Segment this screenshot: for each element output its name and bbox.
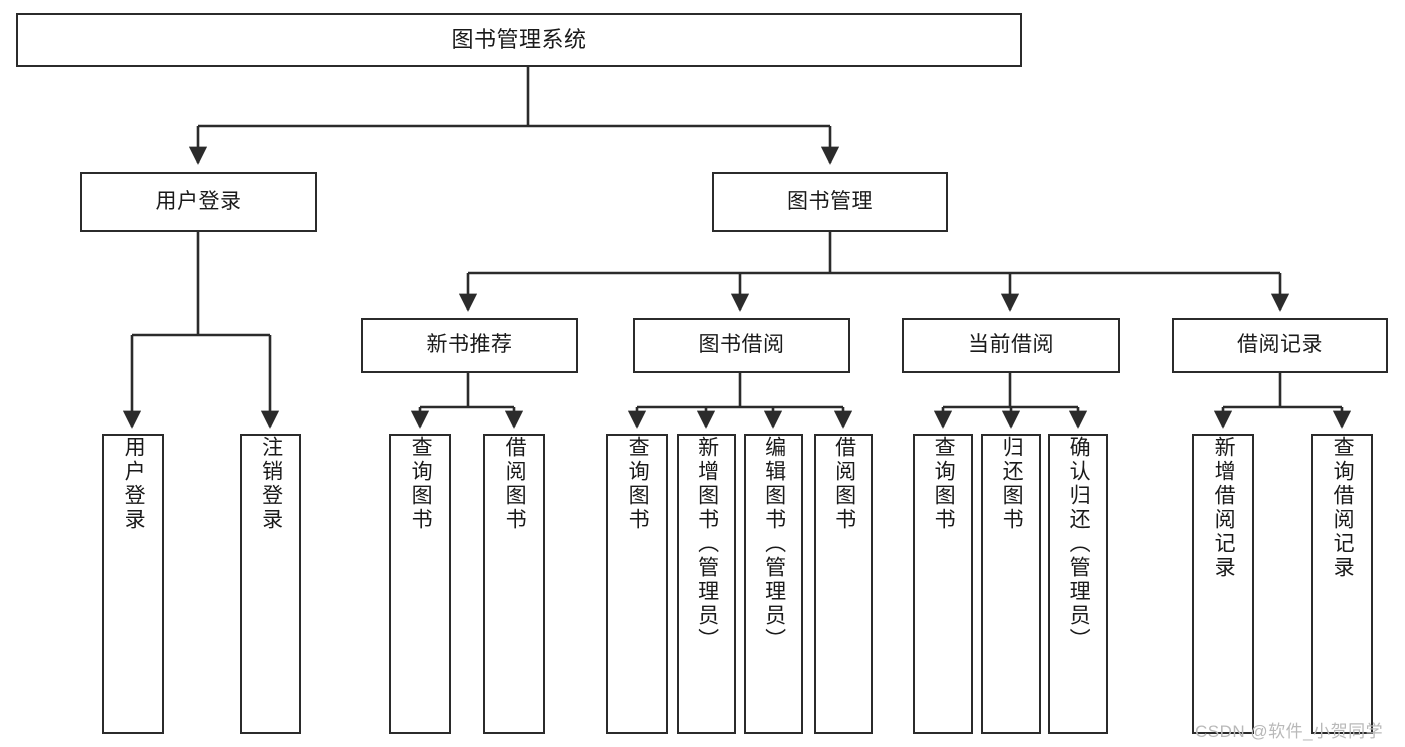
watermark: CSDN @软件_小贺同学 xyxy=(1195,722,1384,741)
node-root[interactable]: 图书管理系统 xyxy=(16,13,1022,67)
node-current-borrow-label: 当前借阅 xyxy=(968,333,1054,357)
node-user-login-label: 用户登录 xyxy=(155,189,242,213)
leaf-borrow-query-book-label: 查询图书 xyxy=(626,436,650,532)
leaf-logout[interactable]: 注销登录 xyxy=(240,434,301,734)
node-book-management-label: 图书管理 xyxy=(787,189,873,213)
node-new-book-recommend[interactable]: 新书推荐 xyxy=(361,318,578,373)
leaf-borrow-add-book-admin[interactable]: 新增图书（管理员） xyxy=(677,434,736,734)
node-book-borrow[interactable]: 图书借阅 xyxy=(633,318,850,373)
leaf-borrow-edit-book-admin[interactable]: 编辑图书（管理员） xyxy=(744,434,803,734)
leaf-record-add-record-label: 新增借阅记录 xyxy=(1212,436,1236,580)
leaf-current-confirm-return-admin[interactable]: 确认归还（管理员） xyxy=(1048,434,1108,734)
leaf-borrow-query-book[interactable]: 查询图书 xyxy=(606,434,668,734)
leaf-borrow-add-book-admin-label: 新增图书（管理员） xyxy=(695,436,719,652)
leaf-borrow-edit-book-admin-label: 编辑图书（管理员） xyxy=(762,436,786,652)
leaf-current-confirm-return-admin-label: 确认归还（管理员） xyxy=(1067,436,1091,652)
node-new-book-recommend-label: 新书推荐 xyxy=(426,333,513,357)
node-current-borrow[interactable]: 当前借阅 xyxy=(902,318,1120,373)
leaf-newbook-query-book-label: 查询图书 xyxy=(409,436,433,532)
leaf-current-return-book-label: 归还图书 xyxy=(1000,436,1024,532)
leaf-current-query-book-label: 查询图书 xyxy=(932,436,956,532)
node-borrow-record[interactable]: 借阅记录 xyxy=(1172,318,1388,373)
node-root-label: 图书管理系统 xyxy=(451,27,587,53)
node-borrow-record-label: 借阅记录 xyxy=(1237,333,1323,357)
leaf-current-query-book[interactable]: 查询图书 xyxy=(913,434,973,734)
leaf-borrow-borrow-book[interactable]: 借阅图书 xyxy=(814,434,873,734)
node-book-management[interactable]: 图书管理 xyxy=(712,172,948,232)
leaf-user-login-label: 用户登录 xyxy=(122,436,146,532)
leaf-user-login[interactable]: 用户登录 xyxy=(102,434,164,734)
leaf-current-return-book[interactable]: 归还图书 xyxy=(981,434,1041,734)
leaf-borrow-borrow-book-label: 借阅图书 xyxy=(832,436,856,532)
leaf-newbook-borrow-book-label: 借阅图书 xyxy=(503,436,527,532)
leaf-logout-label: 注销登录 xyxy=(259,436,283,532)
leaf-record-query-record[interactable]: 查询借阅记录 xyxy=(1311,434,1373,734)
node-book-borrow-label: 图书借阅 xyxy=(698,333,785,357)
leaf-newbook-query-book[interactable]: 查询图书 xyxy=(389,434,451,734)
node-user-login[interactable]: 用户登录 xyxy=(80,172,317,232)
leaf-record-query-record-label: 查询借阅记录 xyxy=(1331,436,1355,580)
leaf-record-add-record[interactable]: 新增借阅记录 xyxy=(1192,434,1254,734)
leaf-newbook-borrow-book[interactable]: 借阅图书 xyxy=(483,434,545,734)
